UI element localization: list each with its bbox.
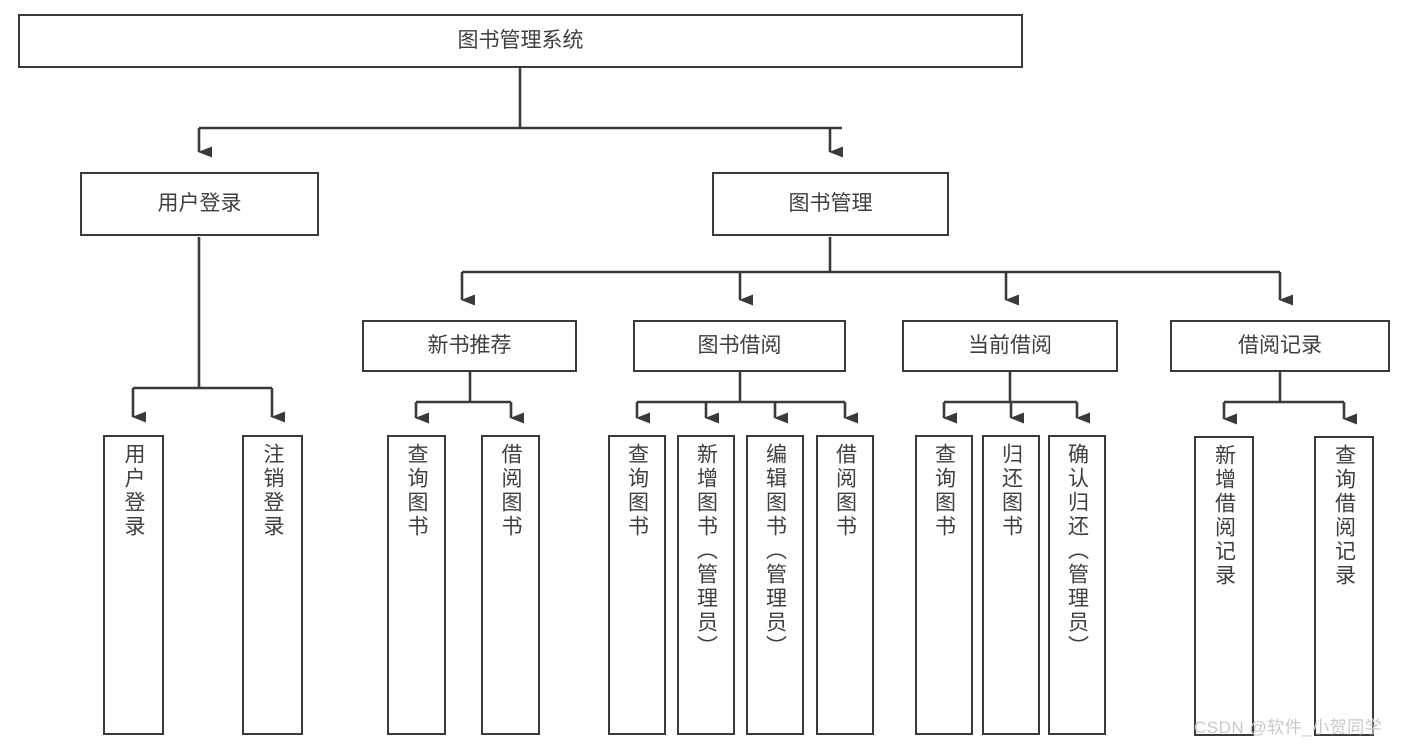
leaf-borrow-borrow-book[interactable]: 借阅图书 xyxy=(816,435,874,735)
node-label: 借阅记录 xyxy=(1238,333,1322,357)
node-label: 归还图书 xyxy=(999,443,1023,539)
leaf-records-query-record[interactable]: 查询借阅记录 xyxy=(1314,436,1374,736)
leaf-borrow-add-book[interactable]: 新增图书（管理员） xyxy=(677,435,735,735)
leaf-new-book-borrow[interactable]: 借阅图书 xyxy=(481,435,540,735)
node-book-management[interactable]: 图书管理 xyxy=(712,172,949,236)
node-book-borrow[interactable]: 图书借阅 xyxy=(633,320,846,372)
node-current-borrow[interactable]: 当前借阅 xyxy=(902,320,1118,372)
node-label: 图书借阅 xyxy=(697,333,782,357)
node-label: 借阅图书 xyxy=(833,443,857,539)
leaf-current-return-book[interactable]: 归还图书 xyxy=(982,435,1040,735)
node-new-book-recommend[interactable]: 新书推荐 xyxy=(362,320,577,372)
node-borrow-records[interactable]: 借阅记录 xyxy=(1170,320,1390,372)
leaf-current-confirm-return[interactable]: 确认归还（管理员） xyxy=(1048,435,1106,735)
leaf-user-login-login[interactable]: 用户登录 xyxy=(103,435,164,735)
watermark-label: CSDN @软件_小贺同学 xyxy=(1194,718,1383,737)
leaf-borrow-edit-book[interactable]: 编辑图书（管理员） xyxy=(746,435,804,735)
leaf-records-add-record[interactable]: 新增借阅记录 xyxy=(1194,436,1254,736)
node-label: 查询借阅记录 xyxy=(1332,444,1356,588)
node-label: 注销登录 xyxy=(261,443,284,539)
node-label: 当前借阅 xyxy=(968,333,1052,357)
leaf-current-query-book[interactable]: 查询图书 xyxy=(915,435,973,735)
node-label: 图书管理系统 xyxy=(457,28,584,52)
node-label: 新增借阅记录 xyxy=(1212,444,1236,588)
node-label: 查询图书 xyxy=(405,443,428,539)
leaf-new-book-query[interactable]: 查询图书 xyxy=(387,435,446,735)
node-user-login[interactable]: 用户登录 xyxy=(80,172,319,236)
node-root-system[interactable]: 图书管理系统 xyxy=(18,14,1023,68)
node-label: 图书管理 xyxy=(788,191,873,215)
node-label: 新增图书（管理员） xyxy=(694,443,718,659)
node-label: 用户登录 xyxy=(122,443,145,539)
node-label: 查询图书 xyxy=(932,443,956,539)
node-label: 查询图书 xyxy=(625,443,649,539)
node-label: 新书推荐 xyxy=(427,333,512,357)
node-label: 借阅图书 xyxy=(499,443,522,539)
leaf-borrow-query-book[interactable]: 查询图书 xyxy=(608,435,666,735)
node-label: 编辑图书（管理员） xyxy=(763,443,787,659)
node-label: 用户登录 xyxy=(157,191,242,215)
node-label: 确认归还（管理员） xyxy=(1065,443,1089,659)
leaf-user-login-logout[interactable]: 注销登录 xyxy=(242,435,303,735)
